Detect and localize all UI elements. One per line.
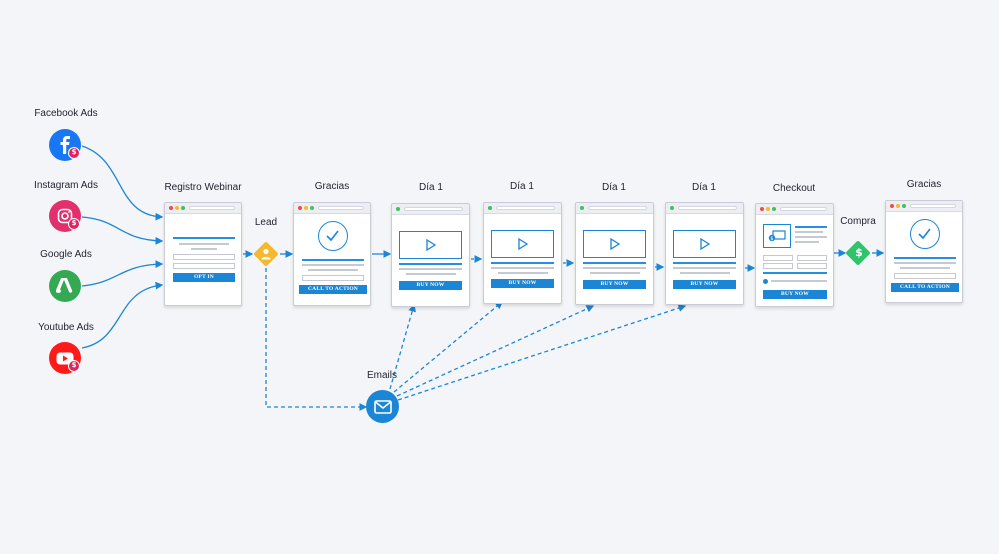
youtube-to-registro-arrow (81, 281, 164, 349)
video-player[interactable] (491, 230, 554, 258)
dia-1-page: BUY NOW (391, 203, 470, 307)
user-icon (260, 247, 272, 261)
call-to-action-button[interactable]: CALL TO ACTION (299, 285, 367, 294)
checkout-title: Checkout (772, 183, 816, 194)
check-icon (910, 219, 940, 249)
video-player[interactable] (399, 231, 462, 259)
buy-now-button[interactable]: BUY NOW (399, 281, 462, 290)
video-player[interactable] (583, 230, 646, 258)
lead-to-emails-arrow (265, 268, 368, 411)
buy-now-button[interactable]: BUY NOW (491, 279, 554, 288)
emails-to-dia2-arrow (393, 301, 503, 393)
play-icon (610, 238, 620, 250)
emails-to-dia4-arrow (397, 304, 687, 401)
compra-label: Compra (840, 216, 876, 227)
check-icon (318, 221, 348, 251)
facebook-to-registro-arrow (81, 145, 164, 221)
email-icon (366, 390, 399, 423)
radio-icon (763, 279, 768, 284)
lead-label: Lead (254, 217, 278, 228)
play-icon (700, 238, 710, 250)
play-icon (426, 239, 436, 251)
registro-webinar-title: Registro Webinar (164, 182, 242, 193)
dollar-icon: $ (855, 246, 863, 259)
payment-card-icon: $ (763, 224, 791, 248)
registro-webinar-page: OPT IN (164, 202, 242, 306)
dia-1-page: BUY NOW (575, 202, 654, 305)
buy-now-button[interactable]: BUY NOW (583, 280, 646, 289)
dia-1-title: Día 1 (602, 182, 626, 193)
google-to-registro-arrow (81, 260, 164, 287)
dia-1-title: Día 1 (419, 182, 443, 193)
gracias-page: CALL TO ACTION (293, 202, 371, 306)
emails-label: Emails (366, 370, 398, 381)
facebook-ads-label: Facebook Ads (34, 108, 98, 119)
play-icon (518, 238, 528, 250)
dollar-badge-icon: $ (68, 218, 80, 230)
dollar-badge-icon: $ (68, 360, 80, 372)
dia-1-page: BUY NOW (665, 202, 744, 305)
dia-1-title: Día 1 (510, 181, 534, 192)
dollar-badge-icon: $ (68, 147, 80, 159)
opt-in-button[interactable]: OPT IN (173, 273, 235, 282)
buy-now-button[interactable]: BUY NOW (763, 290, 827, 299)
youtube-ads-label: Youtube Ads (38, 322, 94, 333)
checkout-page: $ BUY NOW (755, 203, 834, 307)
buy-now-button[interactable]: BUY NOW (673, 280, 736, 289)
dia-1-title: Día 1 (692, 182, 716, 193)
instagram-ads-label: Instagram Ads (34, 180, 98, 191)
gracias-title: Gracias (314, 181, 350, 192)
google-ads-icon (49, 270, 81, 302)
video-player[interactable] (673, 230, 736, 258)
emails-to-dia3-arrow (396, 305, 595, 397)
gracias-title: Gracias (906, 179, 942, 190)
svg-text:$: $ (770, 236, 773, 242)
google-ads-label: Google Ads (40, 249, 92, 260)
emails-to-dia1-arrow (389, 303, 416, 390)
gracias-page: CALL TO ACTION (885, 200, 963, 303)
call-to-action-button[interactable]: CALL TO ACTION (891, 283, 959, 292)
dia-1-page: BUY NOW (483, 202, 562, 304)
instagram-to-registro-arrow (81, 216, 164, 245)
